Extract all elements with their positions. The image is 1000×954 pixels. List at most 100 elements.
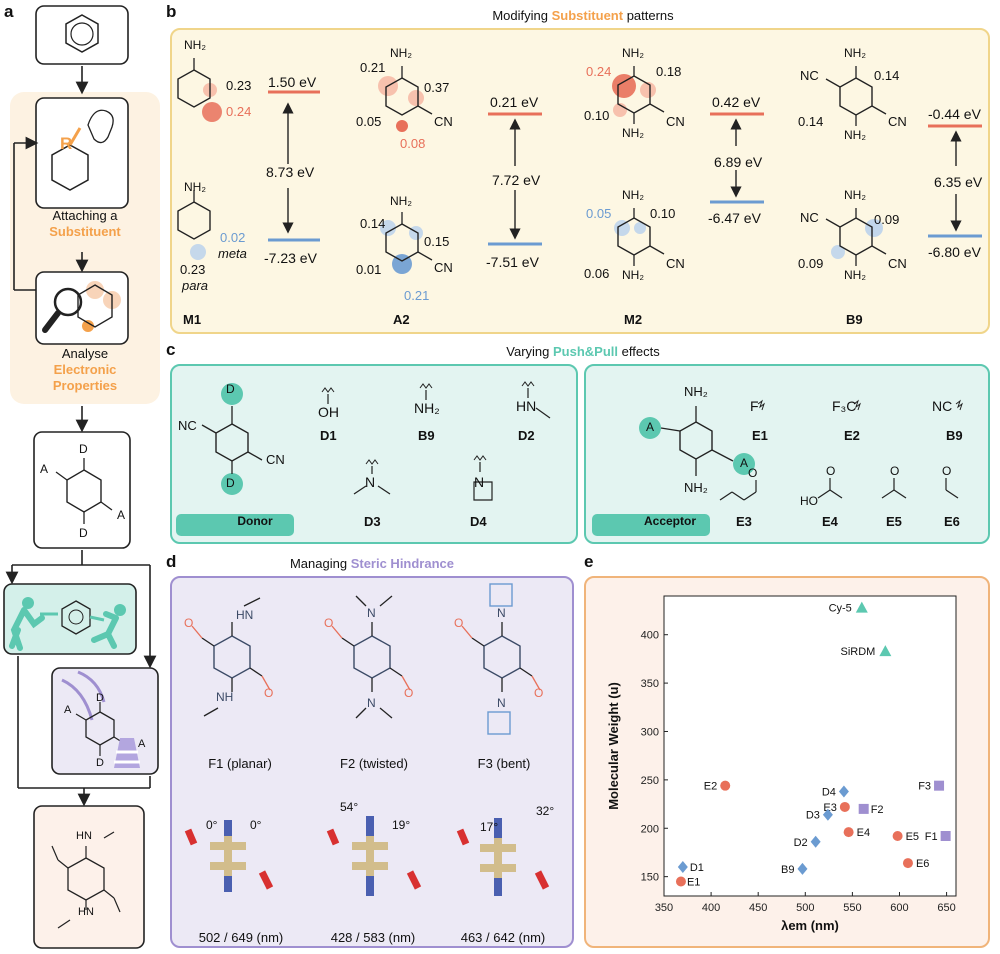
b9-bot-val-2: 0.09: [798, 256, 824, 271]
point-sirdm: [879, 645, 892, 657]
panel-b-title: Modifying Substituent patterns: [170, 8, 996, 23]
m2-bot-val-1: 0.05: [586, 206, 612, 221]
analyse-line3: Properties: [52, 378, 118, 393]
panel-d-title: Managing Steric Hindrance: [170, 556, 574, 571]
point-label-e1: E1: [687, 876, 700, 888]
m2-nh2-bottom: NH₂: [622, 268, 644, 282]
panel-d-title-pre: Managing: [289, 556, 351, 571]
panel-d-diagram: [184, 583, 550, 896]
d3-fragment: N: [365, 474, 376, 490]
d1-fragment: OH: [318, 404, 339, 420]
a6-sub-a-left: A: [64, 704, 72, 716]
m2-bot-val-3: 0.06: [584, 266, 610, 281]
y-tick-label: 400: [641, 630, 659, 642]
point-e1: [675, 876, 686, 887]
m2-nh2-mid: NH₂: [622, 126, 644, 140]
donor-d-bottom: D: [226, 476, 235, 490]
point-label-b9: B9: [781, 864, 794, 876]
point-label-d2: D2: [794, 837, 808, 849]
a2-lumo: 0.21 eV: [490, 94, 539, 110]
panel-b-diagram: [177, 58, 982, 274]
b9-donor-label: B9: [418, 428, 435, 443]
point-d1: [677, 860, 688, 873]
m2-top-val-3: 0.10: [584, 108, 610, 123]
point-b9: [797, 862, 808, 875]
a2-gap: 7.72 eV: [492, 172, 541, 188]
e4-fragment-o: O: [826, 464, 836, 478]
point-label-e6: E6: [916, 858, 929, 870]
e5-label: E5: [886, 514, 902, 529]
donor-core-cn: CN: [266, 452, 285, 467]
f1-angle-2: 0°: [250, 818, 262, 832]
f3-o-left: O: [454, 616, 464, 630]
acceptor-label: Acceptor: [643, 514, 696, 528]
panel-label-e: e: [584, 552, 594, 571]
f3-angle-2: 32°: [536, 804, 555, 818]
a-sub-d-bottom: D: [79, 526, 88, 540]
panel-c-title: Varying Push&Pull effects: [170, 344, 996, 359]
b9-nc-bottom: NC: [800, 210, 819, 225]
attaching-caption: Attaching a Substituent: [30, 208, 140, 240]
f1-wavelengths: 502 / 649 (nm): [198, 930, 284, 945]
d2-label: D2: [518, 428, 535, 443]
y-axis-label: Molecular Weight (u): [606, 682, 621, 810]
m1-top-val-2: 0.24: [226, 104, 252, 119]
e3-label: E3: [736, 514, 752, 529]
f2-o-right: O: [404, 686, 414, 700]
b9-homo: -6.80 eV: [928, 244, 981, 260]
b9-cn-top: CN: [888, 114, 907, 129]
m1-homo: -7.23 eV: [264, 250, 317, 266]
panel-b-title-hl: Substituent: [551, 8, 624, 23]
panel-c-title-hl: Push&Pull: [553, 344, 619, 359]
point-e5: [892, 831, 903, 841]
f1-label: F1 (planar): [208, 756, 272, 771]
panel-d-title-hl: Steric Hindrance: [350, 556, 455, 571]
point-label-e4: E4: [857, 827, 870, 839]
f1-structure: [191, 597, 271, 717]
point-f2: [858, 803, 869, 814]
m1-meta-label: meta: [218, 246, 247, 261]
a-sub-a-left: A: [40, 462, 49, 476]
d3-label: D3: [364, 514, 381, 529]
m2-homo: -6.47 eV: [708, 210, 761, 226]
y-tick-label: 300: [641, 726, 659, 738]
d1-label: D1: [320, 428, 337, 443]
f1-nh: NH: [216, 690, 234, 704]
a2-bot-val-1: 0.14: [360, 216, 386, 231]
3d-model-f3: [456, 818, 550, 896]
analyse-caption: Analyse Electronic Properties: [30, 346, 140, 394]
b9-name: B9: [846, 312, 863, 327]
f2-o-left: O: [324, 616, 334, 630]
panel-label-a: a: [4, 2, 14, 21]
analyse-line2: Electronic: [53, 362, 117, 377]
point-label-f1: F1: [925, 831, 938, 843]
b9-donor-fragment: NH₂: [414, 400, 440, 416]
b9-nh2-bottom-top: NH₂: [844, 188, 866, 202]
point-f1: [940, 831, 951, 841]
point-e4: [843, 827, 854, 838]
m2-lumo: 0.42 eV: [712, 94, 761, 110]
y-tick-label: 250: [641, 775, 659, 787]
analyse-line1: Analyse: [61, 346, 109, 361]
m2-cn-top: CN: [666, 114, 685, 129]
a2-bot-val-2: 0.15: [424, 234, 450, 249]
panel-c-title-pre: Varying: [506, 344, 554, 359]
b9-nh2-top: NH₂: [844, 46, 866, 60]
y-tick-label: 200: [641, 823, 659, 835]
a2-top-val-4: 0.08: [400, 136, 426, 151]
plot-area: [663, 595, 957, 897]
y-tick-label: 150: [641, 872, 659, 884]
a2-nh2-bottom: NH₂: [390, 194, 412, 208]
f3-n-top: N: [497, 606, 506, 620]
e2-label: E2: [844, 428, 860, 443]
d4-fragment: N: [474, 474, 485, 490]
acceptor-core-nh2-top: NH₂: [684, 384, 708, 399]
y-tick-label: 350: [641, 678, 659, 690]
point-label-d3: D3: [806, 810, 820, 822]
b9-nh2-bottom: NH₂: [844, 268, 866, 282]
panel-label-b: b: [166, 2, 177, 21]
donor-label: Donor: [237, 514, 273, 528]
a6-sub-d-top: D: [96, 692, 104, 704]
f2-structure: [331, 595, 411, 719]
panel-b-title-pre: Modifying: [492, 8, 552, 23]
